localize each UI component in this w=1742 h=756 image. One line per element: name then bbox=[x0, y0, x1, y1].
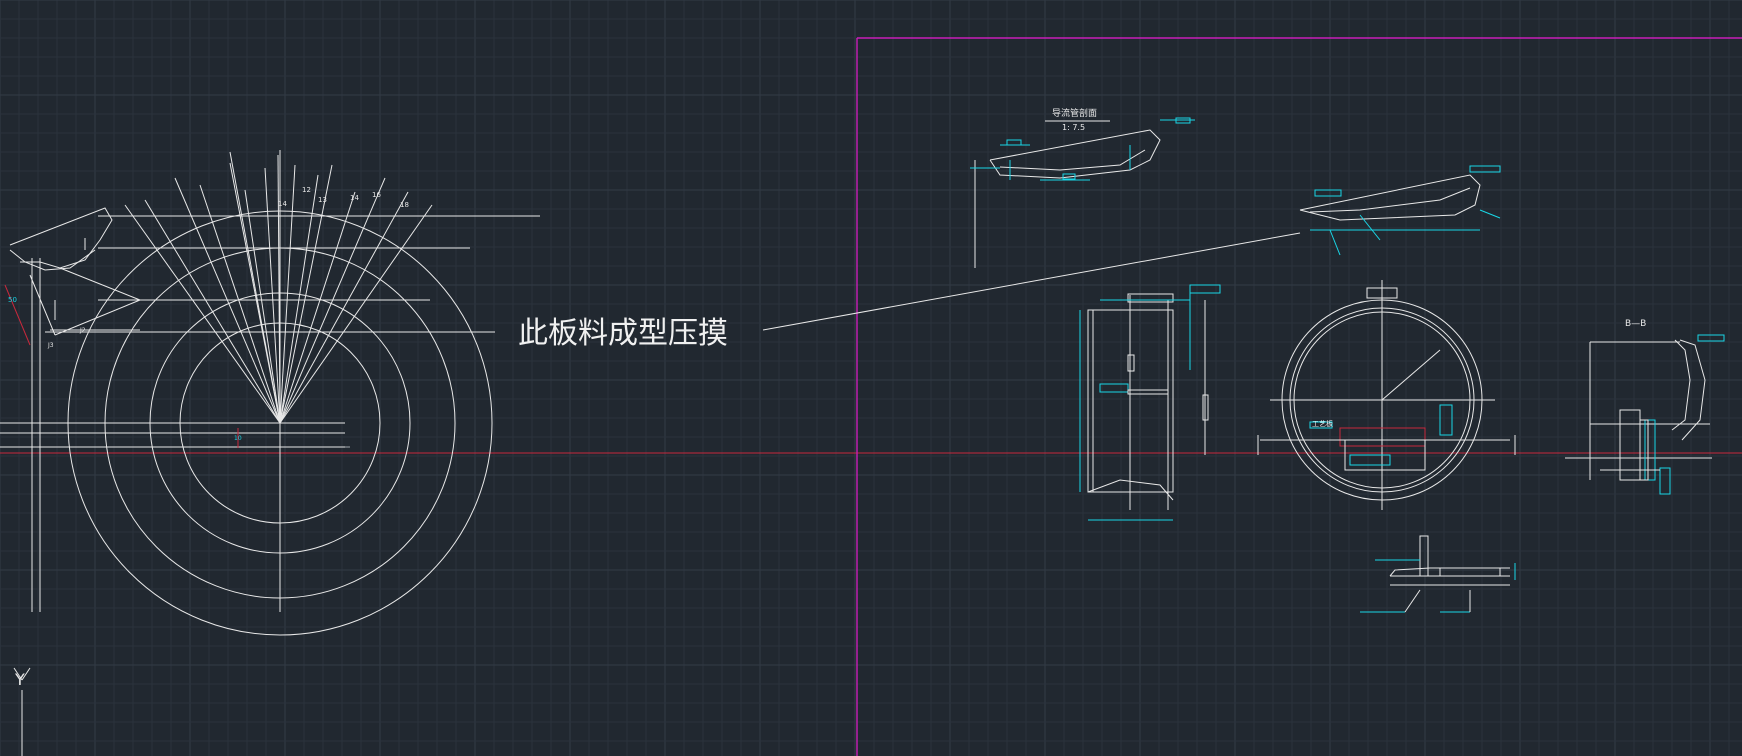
point-label: J2 bbox=[79, 327, 86, 334]
ray-label: 16 bbox=[372, 191, 381, 199]
section-label: B—B bbox=[1625, 319, 1646, 329]
profile-detail-2 bbox=[1299, 165, 1501, 256]
ray-label: 18 bbox=[400, 201, 409, 209]
annotation-main-text: 此板料成型压摸 bbox=[518, 316, 728, 351]
ucs-axis-label: Y bbox=[14, 670, 25, 689]
leader-line bbox=[762, 232, 1301, 331]
tool-tag: 工艺板 bbox=[1312, 419, 1333, 428]
detail-title: 导流管剖面 bbox=[1052, 107, 1097, 119]
front-view: 工艺板 bbox=[1257, 280, 1516, 510]
part-profile-left: 50 J2 J3 bbox=[4, 207, 141, 612]
section-b-b: B—B bbox=[1565, 319, 1725, 495]
ray-label: 14 bbox=[278, 200, 287, 208]
bottom-detail bbox=[1360, 535, 1516, 613]
detail-scale: 1: 7.5 bbox=[1062, 123, 1085, 132]
dim-text: 10 bbox=[234, 435, 242, 442]
ray-label: 12 bbox=[302, 186, 311, 194]
fan-development-drawing: 14 12 13 14 16 18 10 bbox=[0, 150, 540, 636]
ray-label: 14 bbox=[350, 194, 359, 202]
ucs-icon: Y bbox=[13, 667, 31, 756]
side-view bbox=[1079, 284, 1221, 521]
duct-section-detail: 导流管剖面 1: 7.5 bbox=[970, 107, 1195, 268]
point-label: J3 bbox=[47, 342, 54, 349]
ray-label: 13 bbox=[318, 196, 327, 204]
dim-text: 50 bbox=[8, 296, 17, 304]
